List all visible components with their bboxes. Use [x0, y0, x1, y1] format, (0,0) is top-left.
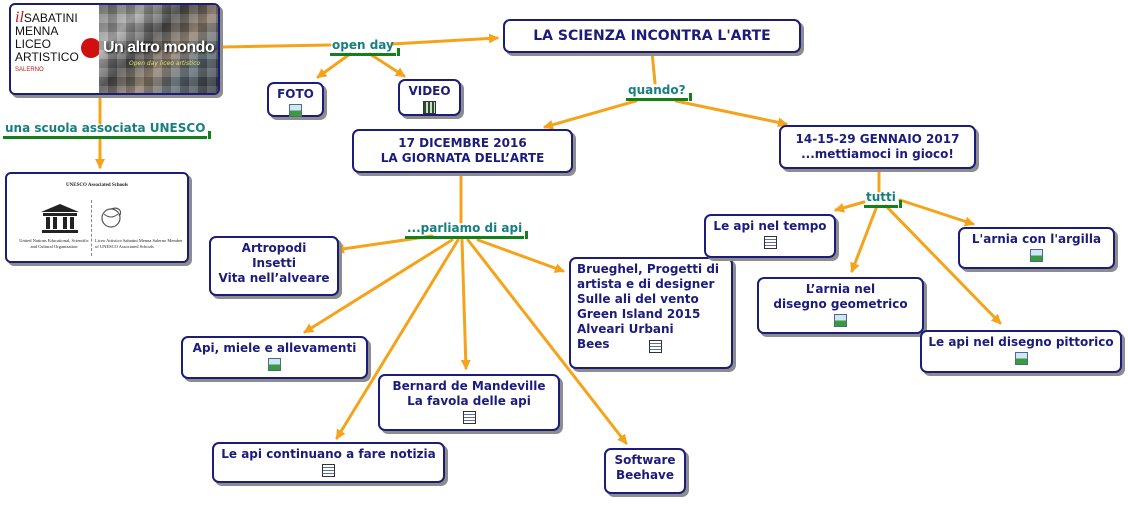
main-topic-node[interactable]: LA SCIENZA INCONTRA L'ARTE [503, 19, 801, 53]
artropodi-node[interactable]: Artropodi Insetti Vita nell’alveare [209, 236, 339, 296]
link-tutti-argilla [898, 198, 975, 227]
notizia-node[interactable]: Le api continuano a fare notizia [212, 442, 445, 483]
link-parliamo-mandeville [460, 238, 471, 370]
miele-node[interactable]: Api, miele e allevamenti [181, 336, 368, 379]
argilla-node[interactable]: L'arnia con l'argilla [958, 227, 1115, 269]
image-icon[interactable] [1014, 352, 1028, 365]
link-tutti-geometrico [850, 204, 879, 273]
school-name: ilSABATINI MENNA LICEO ARTISTICO SALERNO [15, 9, 79, 74]
globe-leaf-icon [101, 207, 122, 228]
open-day-photo: Un altro mondo Open day liceo artistico [99, 5, 218, 93]
unesco-header: UNESCO Associated Schools [66, 183, 128, 188]
mandeville-node[interactable]: Bernard de Mandeville La favola delle ap… [378, 374, 560, 431]
image-icon[interactable] [834, 314, 847, 327]
link-parliamo-brueghel [476, 238, 565, 273]
image-icon[interactable] [1030, 249, 1043, 262]
link-tutti-tempo [834, 200, 866, 213]
link-openday-video [368, 52, 406, 78]
link-openday-foto [316, 52, 352, 79]
image-icon[interactable] [268, 358, 281, 371]
link-quando-dicembre [543, 99, 638, 130]
pittorico-node[interactable]: Le api nel disegno pittorico [920, 330, 1122, 373]
label-parliamo-di-api: ...parliamo di api [405, 221, 529, 239]
unesco-org-text: United Nations Educational, Scientific a… [19, 238, 89, 249]
label-quando: quando? [626, 83, 692, 101]
link-openday-main [390, 33, 499, 46]
software-node[interactable]: Software Beehave [604, 448, 686, 494]
school-logo-image[interactable]: ilSABATINI MENNA LICEO ARTISTICO SALERNO… [9, 3, 220, 95]
document-icon[interactable] [763, 236, 777, 249]
unesco-separator [91, 200, 92, 256]
red-dot-icon [81, 38, 101, 58]
link-logo-openday [220, 43, 332, 49]
label-tutti: tutti [864, 190, 902, 208]
brueghel-node[interactable]: Brueghel, Progetti di artista e di desig… [569, 257, 733, 369]
foto-node[interactable]: FOTO [267, 82, 324, 117]
geometrico-node[interactable]: L’arnia nel disegno geometrico [757, 277, 924, 334]
video-icon[interactable] [423, 101, 436, 114]
link-parliamo-miele [303, 238, 454, 334]
gennaio-node[interactable]: 14-15-29 GENNAIO 2017 ...mettiamoci in g… [779, 125, 976, 169]
logo-title: Un altro mondo [103, 39, 215, 56]
unesco-card[interactable]: UNESCO Associated Schools United Nations… [5, 172, 189, 263]
unesco-member-text: Liceo Artistico Sabatini Menna Salerno M… [95, 238, 183, 249]
dicembre-node[interactable]: 17 DICEMBRE 2016 LA GIORNATA DELL’ARTE [352, 129, 573, 173]
document-icon[interactable] [462, 411, 476, 424]
video-node[interactable]: VIDEO [398, 79, 461, 116]
link-quando-gennaio [674, 99, 788, 128]
link-tutti-pittorico [884, 204, 1002, 325]
label-open-day: open day [330, 38, 400, 56]
tempo-node[interactable]: Le api nel tempo [704, 214, 836, 258]
label-unesco: una scuola associata UNESCO [3, 121, 212, 139]
document-icon[interactable] [322, 464, 335, 477]
image-icon[interactable] [289, 104, 302, 117]
unesco-temple-icon [41, 204, 79, 233]
document-icon[interactable] [649, 340, 662, 353]
link-parliamo-software [466, 238, 628, 445]
logo-subtitle: Open day liceo artistico [129, 60, 201, 67]
link-main-quando [650, 50, 657, 85]
link-parliamo-notizia [335, 238, 460, 440]
